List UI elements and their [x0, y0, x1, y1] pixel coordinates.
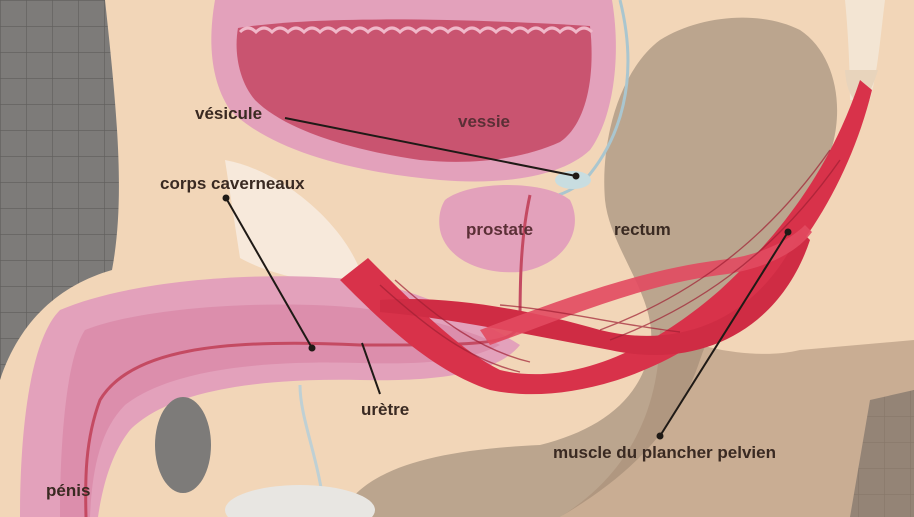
label-rectum: rectum [614, 220, 671, 240]
label-penis: pénis [46, 481, 90, 501]
label-muscle: muscle du plancher pelvien [553, 443, 776, 463]
label-vessie: vessie [458, 112, 510, 132]
testis-gap [155, 397, 211, 493]
label-prostate: prostate [466, 220, 533, 240]
label-uretre: urètre [361, 400, 409, 420]
leader-dot-vesicule [573, 173, 580, 180]
label-corps-caverneaux: corps caverneaux [160, 174, 305, 194]
leader-dot-muscle-end [657, 433, 664, 440]
leader-dot-muscle [785, 229, 792, 236]
label-vesicule: vésicule [195, 104, 262, 124]
leader-dot-corps [223, 195, 230, 202]
leader-dot-corps-end [309, 345, 316, 352]
